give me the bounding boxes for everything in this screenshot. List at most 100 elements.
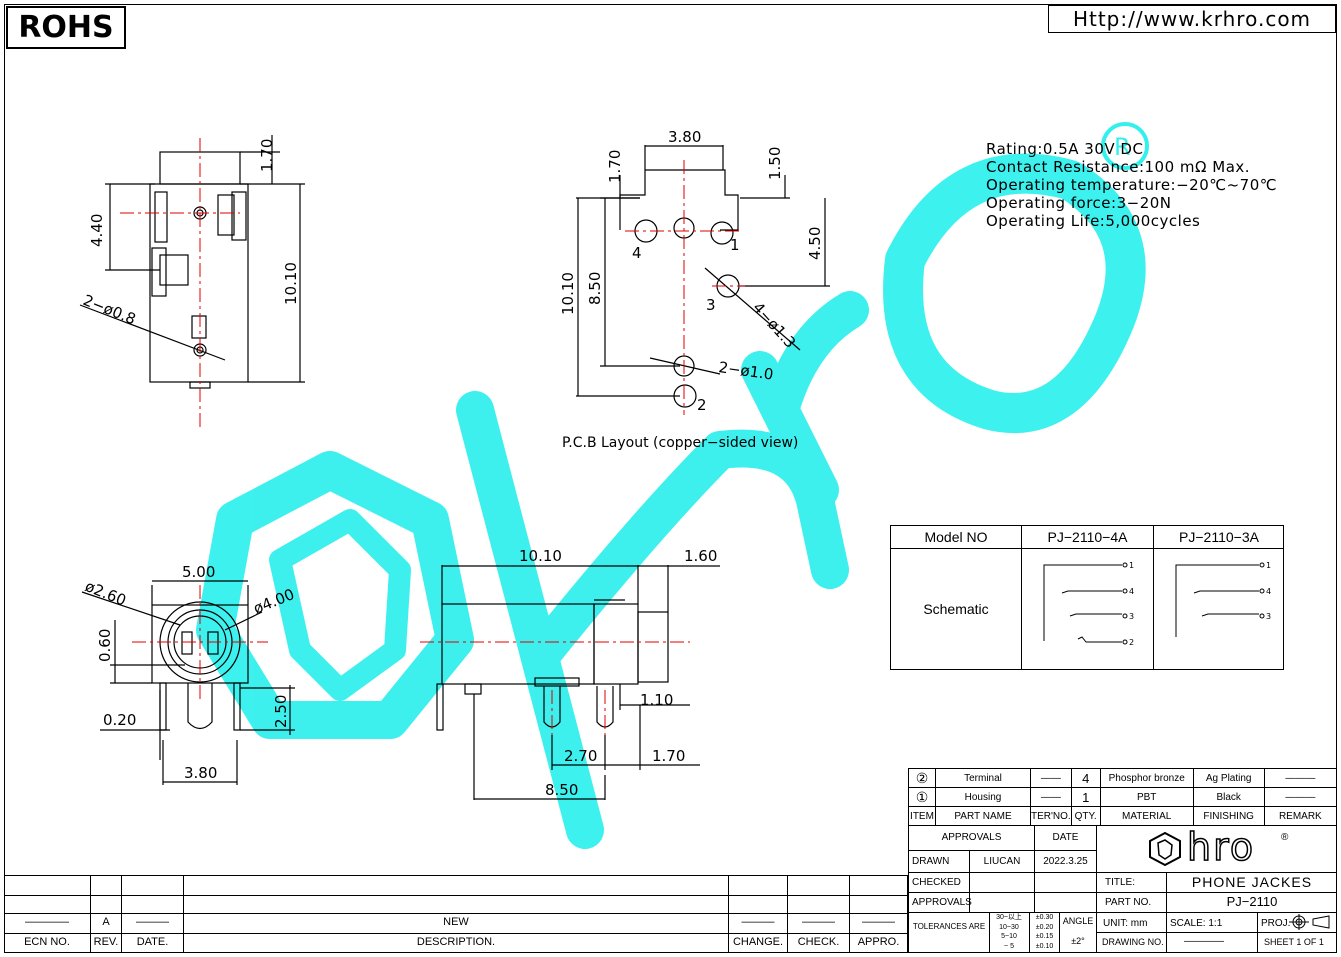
dim-side-10-10: 10.10: [282, 262, 300, 305]
dim-long-8-50: 8.50: [545, 781, 578, 799]
bom-material: PBT: [1099, 787, 1194, 807]
bom-item: ①: [908, 787, 936, 807]
tb-date-label: DATE: [1052, 832, 1079, 843]
bom-no: ——: [1030, 768, 1072, 788]
model-table: Model NO PJ−2110−4A PJ−2110−3A Schematic…: [890, 525, 1284, 670]
schem-4a-pin-4: 4: [1129, 587, 1134, 596]
bom-qty: 1: [1070, 787, 1101, 807]
bom-finishing: Ag Plating: [1192, 768, 1265, 788]
spec-life: Operating Life:5,000cycles: [986, 212, 1201, 230]
bom-row: ① Housing —— 1 PBT Black ———: [908, 787, 1338, 807]
tb-scale: SCALE: 1:1: [1170, 918, 1223, 929]
model-4a: PJ−2110−4A: [1047, 529, 1128, 545]
tb-title-label: TITLE:: [1105, 877, 1136, 888]
model-3a: PJ−2110−3A: [1179, 529, 1259, 545]
rev-header-ecn: ECN NO.: [24, 936, 70, 948]
tb-drawn-label: DRAWN: [912, 856, 950, 867]
spec-contact-resistance: Contact Resistance:100 mΩ Max.: [986, 158, 1251, 176]
bom-material: Phosphor bronze: [1099, 768, 1194, 788]
tb-angle: ±2°: [1071, 936, 1085, 946]
dim-pcb-1-50: 1.50: [766, 147, 784, 180]
bom-header-remark: REMARK: [1263, 806, 1338, 826]
rev-header-desc: DESCRIPTION.: [416, 936, 496, 948]
tb-title: PHONE JACKES: [1191, 874, 1313, 890]
dim-pcb-3-80: 3.80: [668, 128, 701, 146]
dim-front-dia-4-00: ø4.00: [251, 585, 297, 618]
dim-long-2-70: 2.70: [564, 747, 597, 765]
tb-part-label: PART NO.: [1105, 897, 1152, 908]
tb-approvals2-label: APPROVALS: [912, 897, 972, 908]
pin-label-3: 3: [706, 296, 716, 314]
tb-sheet: SHEET 1 OF 1: [1264, 937, 1324, 947]
hro-logo-text: hro: [1186, 825, 1256, 869]
revision-block: ———— A ——— NEW ——— ——— ——— ECN NO. REV. …: [4, 875, 908, 953]
pcb-caption: P.C.B Layout (copper−sided view): [562, 435, 798, 451]
dim-front-2-50: 2.50: [272, 695, 290, 728]
svg-text:R: R: [1114, 133, 1131, 161]
bom-header-item: ITEM: [908, 806, 936, 826]
bom-table: ② Terminal —— 4 Phosphor bronze Ag Plati…: [908, 768, 1338, 826]
schematic-4a: 1 4 3 2: [1043, 561, 1134, 647]
dim-front-5-00: 5.00: [182, 563, 215, 581]
model-header-label: Model NO: [924, 529, 988, 545]
rev-header-check: CHECK.: [797, 936, 840, 948]
dim-pcb-8-50: 8.50: [586, 272, 604, 305]
rev-desc: NEW: [443, 916, 469, 928]
bom-header-no: TER'NO.: [1030, 806, 1072, 826]
rev-appro: ———: [862, 916, 895, 928]
tb-drawing-no-label: DRAWING NO.: [1102, 937, 1164, 947]
tb-tolerances: TOLERANCES ARE: [912, 922, 986, 931]
dim-long-1-60: 1.60: [684, 547, 717, 565]
tb-drawn-date: 2022.3.25: [1043, 856, 1088, 867]
bom-no: ——: [1030, 787, 1072, 807]
schem-3a-pin-4: 4: [1266, 587, 1271, 596]
tb-tol-ranges: 30~以上 10~30 5~10 ~ 5: [996, 914, 1022, 950]
bom-header-finishing: FINISHING: [1192, 806, 1265, 826]
tb-proj: PROJ.: [1261, 918, 1291, 929]
schem-4a-pin-1: 1: [1129, 561, 1134, 570]
tb-unit: UNIT: mm: [1103, 918, 1148, 929]
schem-4a-pin-2: 2: [1129, 638, 1134, 647]
drawing-frame: [4, 4, 1337, 953]
website-url[interactable]: Http://www.krhro.com: [1048, 5, 1336, 33]
schematic-label: Schematic: [923, 601, 989, 617]
hro-logo-mark: ®: [1281, 832, 1289, 843]
dim-front-0-20: 0.20: [103, 711, 136, 729]
rev-header-date: DATE.: [136, 936, 169, 948]
dim-front-dia-2-60: ø2.60: [83, 577, 129, 610]
tb-drawn-by: LIUCAN: [983, 856, 1021, 867]
rev-header-rev: REV.: [93, 936, 119, 948]
bom-remark: ———: [1263, 768, 1338, 788]
dim-long-1-10: 1.10: [640, 691, 673, 709]
schem-3a-pin-3: 3: [1266, 612, 1271, 621]
bom-name: Terminal: [935, 768, 1031, 788]
schem-4a-pin-3: 3: [1129, 612, 1134, 621]
bom-header-qty: QTY.: [1070, 806, 1101, 826]
bom-qty: 4: [1070, 768, 1101, 788]
rev-ecn: ————: [25, 916, 69, 928]
spec-list: Rating:0.5A 30V DC Contact Resistance:10…: [986, 140, 1316, 230]
pin-label-1: 1: [730, 236, 740, 254]
dim-front-0-60: 0.60: [96, 629, 114, 662]
rev-date: ———: [136, 916, 169, 928]
bom-row: ② Terminal —— 4 Phosphor bronze Ag Plati…: [908, 768, 1338, 788]
tb-tol-values: ±0.30 ±0.20 ±0.15 ±0.10: [1035, 914, 1054, 950]
bom-finishing: Black: [1192, 787, 1265, 807]
hro-logo-icon: [1149, 831, 1181, 867]
rev-header-appro: APPRO.: [857, 936, 900, 948]
dim-long-1-70: 1.70: [652, 747, 685, 765]
dim-pcb-1-70: 1.70: [606, 150, 624, 183]
dim-pcb-4-50: 4.50: [806, 227, 824, 260]
schem-3a-pin-1: 1: [1266, 561, 1271, 570]
pin-label-2: 2: [697, 396, 707, 414]
spec-force: Operating force:3−20N: [986, 194, 1172, 212]
rohs-badge: ROHS: [6, 6, 126, 49]
bom-header-row: ITEM PART NAME TER'NO. QTY. MATERIAL FIN…: [908, 806, 1338, 826]
bom-header-material: MATERIAL: [1099, 806, 1194, 826]
rev-change: ———: [741, 916, 775, 928]
tb-approvals: APPROVALS: [941, 832, 1002, 843]
dim-front-3-80: 3.80: [184, 764, 217, 782]
rev-header-change: CHANGE.: [732, 936, 784, 948]
schematic-3a: 1 4 3: [1175, 561, 1271, 637]
